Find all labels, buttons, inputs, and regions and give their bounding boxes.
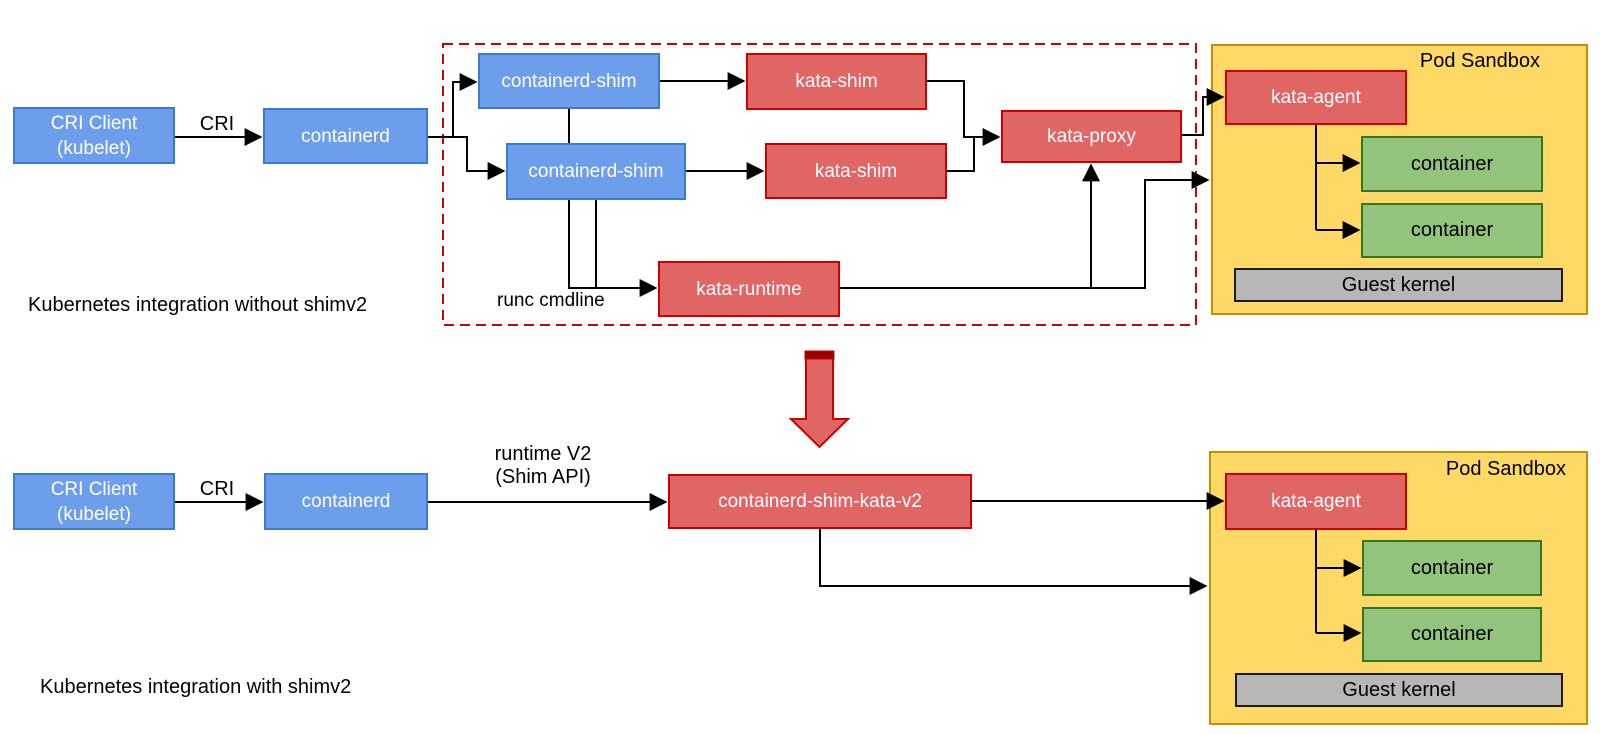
top-container-box-2: container [1361,203,1543,258]
big-down-arrow [788,350,851,449]
bottom-pod-sandbox-title: Pod Sandbox [1445,458,1566,480]
arrow-katashim1-to-kataproxy [927,80,1001,146]
bottom-cri-client-box: CRI Client (kubelet) [13,473,175,530]
top-containerd-shim-box-1: containerd-shim [478,53,660,109]
top-containerd-shim-box-2: containerd-shim [506,143,686,200]
arrow-containerd-to-shim1 [452,73,478,137]
big-down-arrow-body [788,352,851,449]
bottom-cri-arrow-label: CRI [199,478,235,500]
top-cri-arrow-label: CRI [199,113,235,135]
line-katashim2-to-kataproxy [947,137,975,172]
bottom-container-box-1: container [1362,540,1542,596]
top-cri-client-box: CRI Client (kubelet) [13,107,175,164]
arrow-shim1-runc-to-kataruntime [568,200,658,297]
containerd-shim-kata-v2-box: containerd-shim-kata-v2 [668,474,972,529]
big-down-arrow-band [804,350,835,360]
top-kata-runtime-box: kata-runtime [658,261,840,317]
bottom-guest-kernel-box: Guest kernel [1235,673,1563,707]
bottom-container-box-2: container [1362,607,1542,662]
top-kata-shim-box-2: kata-shim [765,143,947,199]
bottom-containerd-box: containerd [264,473,428,530]
top-guest-kernel-box: Guest kernel [1234,268,1563,302]
bottom-cri-client-label: CRI Client (kubelet) [50,478,138,525]
top-containerd-box: containerd [263,108,428,164]
bottom-kata-agent-box: kata-agent [1225,473,1407,530]
top-kata-shim-box-1: kata-shim [746,53,927,110]
top-runc-cmdline-label: runc cmdline [497,290,605,311]
arrow-containerd-to-shim2 [428,136,506,180]
top-kata-agent-box: kata-agent [1225,70,1407,125]
arrow-shimv2-to-sandbox [819,529,1208,595]
top-caption: Kubernetes integration without shimv2 [28,294,368,316]
bottom-caption: Kubernetes integration with shimv2 [40,676,352,698]
top-kata-proxy-box: kata-proxy [1001,110,1182,163]
top-container-box-1: container [1361,136,1543,192]
top-pod-sandbox-title: Pod Sandbox [1419,50,1540,72]
top-cri-client-label: CRI Client (kubelet) [50,112,138,159]
runtime-v2-label: runtime V2 (Shim API) [494,443,592,488]
